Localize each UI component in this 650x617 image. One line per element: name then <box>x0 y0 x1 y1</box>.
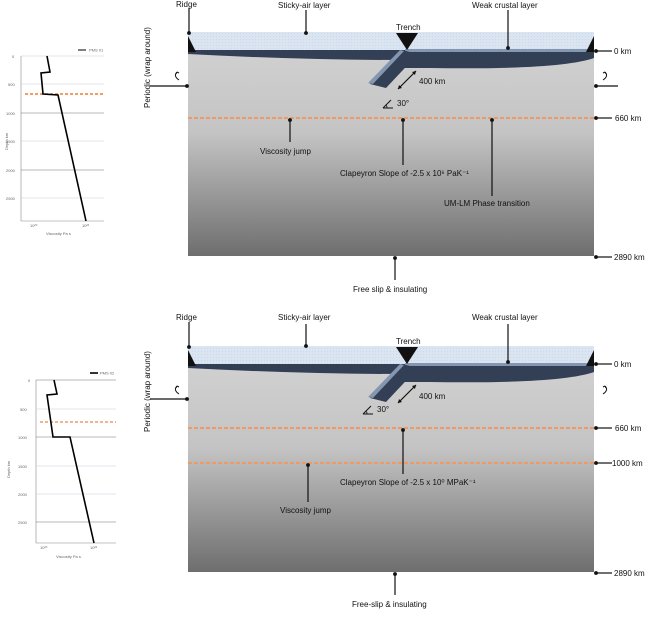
viscosity-profile-bottom: PMS 02 Depth km Viscosity Pa s 0 500 100… <box>6 371 116 559</box>
x-axis-label: Viscosity Pa s <box>56 554 81 559</box>
depth-label-0: 0 km <box>614 47 632 56</box>
trench-marker <box>396 347 418 364</box>
weak-crust-label: Weak crustal layer <box>472 1 538 10</box>
subducting-slab <box>370 50 418 88</box>
y-tick: 2000 <box>6 168 16 173</box>
viscosity-profile-line <box>46 379 95 544</box>
periodic-label: Periodic (wrap around) <box>143 351 152 432</box>
phase-transition-label: UM-LM Phase transition <box>444 199 530 208</box>
dip-angle-arc-icon <box>365 410 368 415</box>
depth-label-660: 660 km <box>615 424 642 433</box>
sticky-air-layer <box>188 32 594 50</box>
dip-angle-label: 30° <box>377 405 389 414</box>
dip-angle-label: 30° <box>397 99 409 108</box>
y-tick: 2000 <box>18 492 28 497</box>
wrap-around-arrow-icon-right <box>602 385 608 395</box>
gridlines <box>21 55 104 199</box>
bottom-bc-label: Free slip & insulating <box>353 285 427 294</box>
y-tick: 2500 <box>6 196 16 201</box>
slab-length-label: 400 km <box>419 77 446 86</box>
ridge-label: Ridge <box>176 313 197 322</box>
oceanic-plate <box>188 50 594 69</box>
weak-crustal-layer <box>405 49 594 52</box>
depth-label-2890: 2890 km <box>614 569 645 578</box>
sticky-air-label: Sticky-air layer <box>278 1 331 10</box>
left-plate <box>188 364 402 374</box>
sticky-air-layer <box>188 346 594 364</box>
legend-label: PMS 02 <box>100 371 115 376</box>
slab-length-label: 400 km <box>419 392 446 401</box>
periodic-label: Periodic (wrap around) <box>143 27 152 108</box>
bottom-bc-label: Free-slip & insulating <box>352 600 427 609</box>
viscosity-jump-label: Viscosity jump <box>260 147 312 156</box>
ridge-marker-left <box>188 350 196 366</box>
slab-length-arrow <box>397 384 417 404</box>
clapeyron-label: Clapeyron Slope of -2.5 x 10⁶ PaK⁻¹ <box>340 169 469 178</box>
slab-crust <box>368 50 404 84</box>
subducting-slab <box>370 364 418 402</box>
depth-label-660: 660 km <box>615 114 642 123</box>
slab-length-arrowheads <box>398 385 416 403</box>
slab-length-arrowheads <box>398 71 416 89</box>
y-tick: 0 <box>28 378 31 383</box>
viscosity-profile-line <box>40 55 87 222</box>
ridge-marker-right <box>586 36 594 52</box>
wrap-around-arrow-icon-right <box>602 71 608 81</box>
weak-crustal-layer <box>405 363 594 366</box>
sticky-air-label: Sticky-air layer <box>278 313 331 322</box>
wrap-around-arrow-icon-left <box>174 71 180 81</box>
y-tick: 1000 <box>18 435 28 440</box>
ridge-marker-left <box>188 36 196 52</box>
x-tick: 10²⁰ <box>30 223 38 228</box>
y-tick: 500 <box>8 82 15 87</box>
dip-angle-icon <box>362 405 373 415</box>
y-tick: 0 <box>12 54 15 59</box>
y-tick: 1500 <box>18 464 28 469</box>
wrap-around-arrow-icon-left <box>174 385 180 395</box>
y-tick: 2500 <box>18 520 28 525</box>
dip-angle-arc-icon <box>385 104 388 109</box>
y-tick: 1000 <box>6 111 16 116</box>
y-tick: 500 <box>20 407 27 412</box>
ridge-label: Ridge <box>176 0 197 9</box>
x-tick: 10²³ <box>90 545 98 550</box>
gridlines <box>36 379 116 523</box>
viscosity-jump-label: Viscosity jump <box>280 506 332 515</box>
trench-label: Trench <box>396 337 421 346</box>
y-tick: 1500 <box>6 139 16 144</box>
y-axis-label: Depth km <box>6 460 11 478</box>
trench-marker <box>396 33 418 50</box>
trench-label: Trench <box>396 23 421 32</box>
depth-label-0: 0 km <box>614 360 632 369</box>
oceanic-plate <box>188 364 594 383</box>
clapeyron-label: Clapeyron Slope of -2.5 x 10⁰ MPaK⁻¹ <box>340 478 476 487</box>
depth-label-1000: 1000 km <box>612 459 643 468</box>
slab-length-arrow <box>397 70 417 90</box>
bottom-panel: Ridge Sticky-air layer Trench Weak crust… <box>143 313 645 609</box>
dip-angle-icon <box>382 99 393 109</box>
left-plate <box>188 50 402 60</box>
viscosity-profile-top: PMS 01 Depth km Viscosity Pa s 0 500 100… <box>4 48 104 237</box>
slab-crust <box>368 364 404 398</box>
legend-label: PMS 01 <box>89 48 104 53</box>
top-panel: Ridge Sticky-air layer Trench Weak crust… <box>143 0 645 294</box>
y-axis-label: Depth km <box>4 132 9 150</box>
weak-crust-label: Weak crustal layer <box>472 313 538 322</box>
x-axis-label: Viscosity Pa s <box>46 231 71 236</box>
x-tick: 10²³ <box>82 223 90 228</box>
x-tick: 10²⁰ <box>40 545 48 550</box>
ridge-marker-right <box>586 350 594 366</box>
depth-label-2890: 2890 km <box>614 253 645 262</box>
